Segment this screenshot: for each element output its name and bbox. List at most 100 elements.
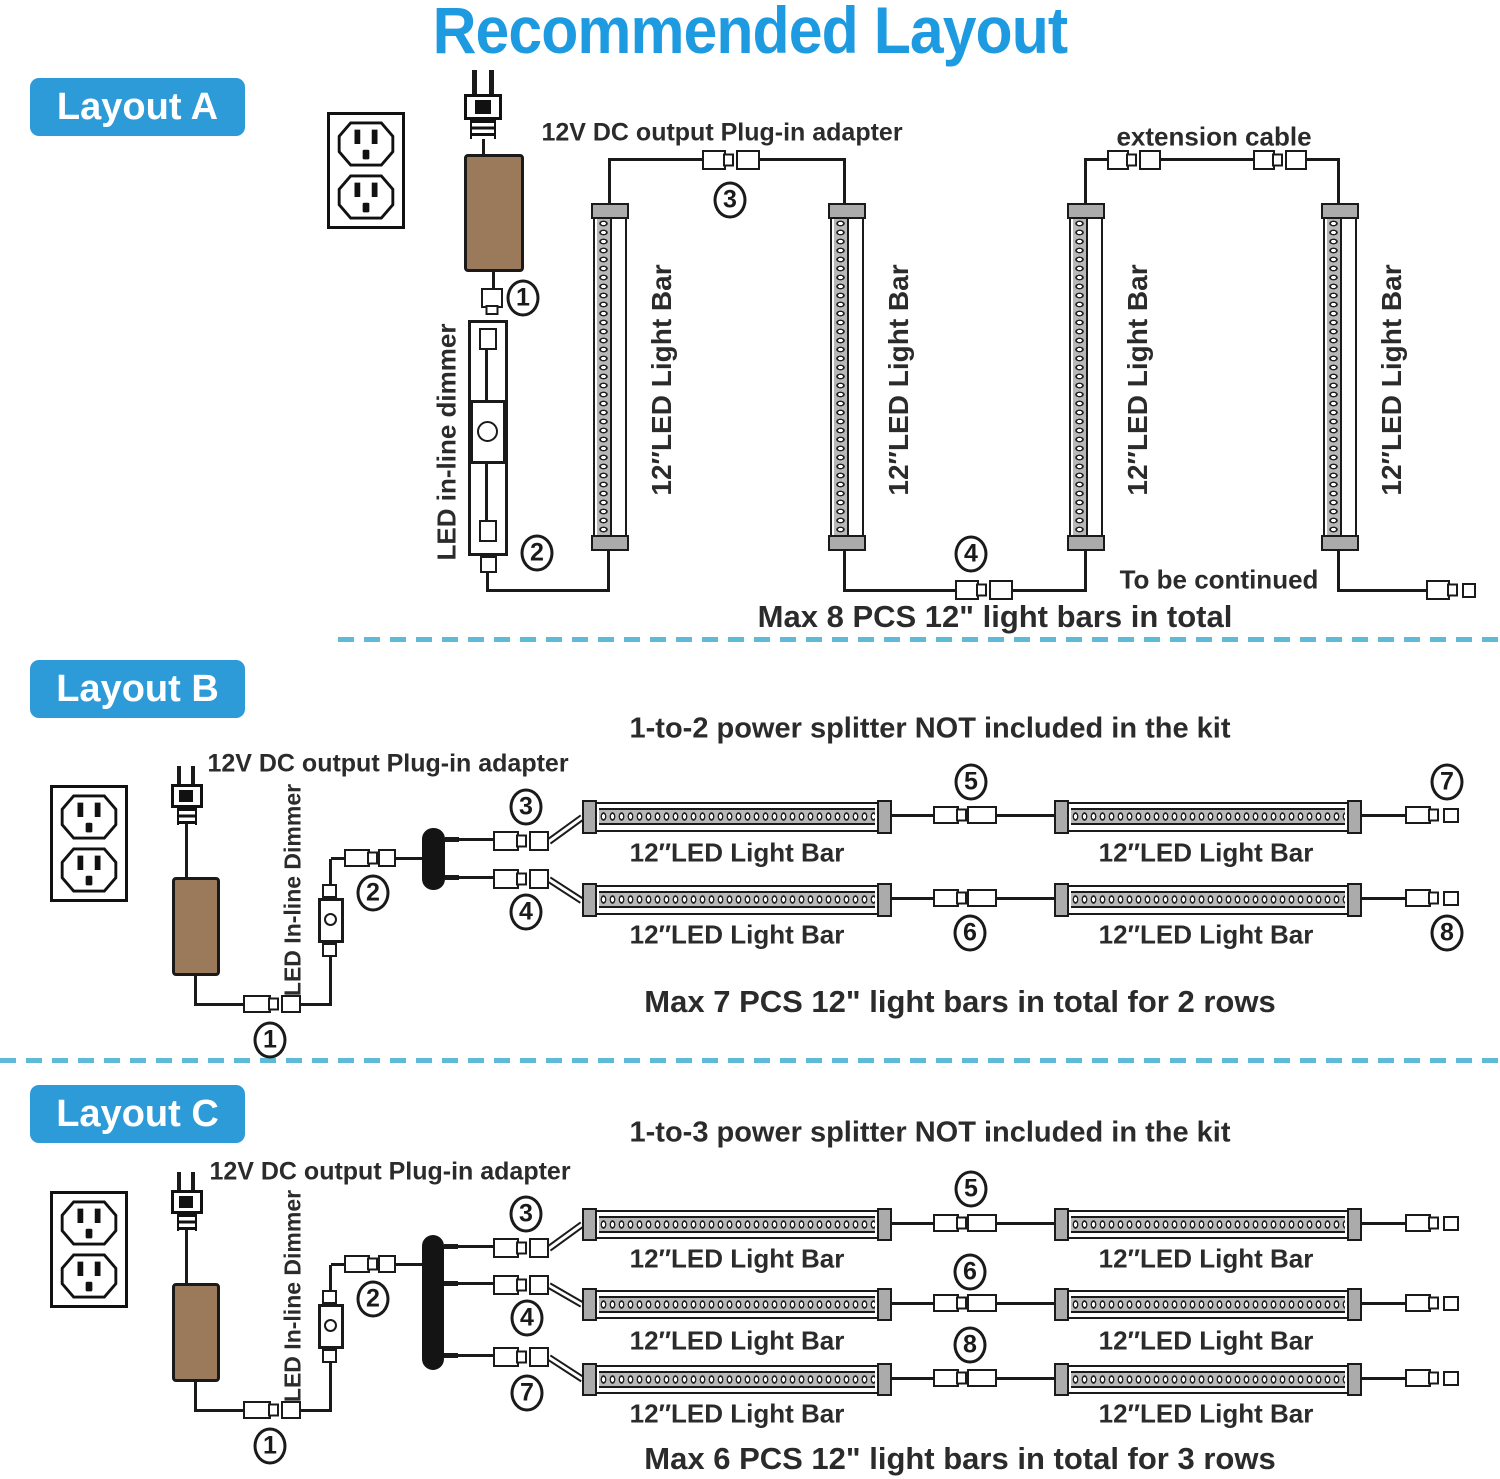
dc-connector-icon — [967, 806, 997, 824]
dc-connector-icon — [1443, 891, 1459, 906]
bar-endcap — [582, 883, 597, 917]
bar-endcap — [877, 1208, 892, 1241]
step-marker: 2 — [356, 1280, 390, 1318]
led-strip — [1073, 219, 1088, 535]
wire-segment — [892, 1302, 933, 1305]
step-marker: 4 — [509, 893, 543, 931]
wire-segment — [843, 549, 846, 592]
bar-label: 12″LED Light Bar — [629, 1398, 845, 1429]
wire-segment — [301, 1409, 331, 1412]
dc-connector-icon — [344, 1255, 370, 1273]
bar-body — [593, 217, 627, 537]
dc-connector-icon — [493, 1275, 519, 1295]
led-strip — [1327, 219, 1342, 535]
wire-segment — [892, 897, 933, 900]
dc-connector-icon — [967, 1214, 997, 1232]
bar-endcap — [1347, 1363, 1362, 1396]
led-light-bar — [1054, 1363, 1362, 1396]
bar-endcap — [591, 535, 629, 551]
wire-segment — [445, 837, 459, 842]
wire-cable — [547, 876, 584, 904]
bar-body — [595, 885, 879, 915]
bar-body — [595, 802, 879, 832]
layout-c-note: 1-to-3 power splitter NOT included in th… — [629, 1116, 1231, 1149]
wire-segment — [458, 1282, 493, 1285]
led-strip — [599, 1371, 875, 1388]
step-marker: 8 — [1430, 914, 1464, 952]
dc-connector-icon — [322, 884, 337, 898]
wire-segment — [1362, 1302, 1405, 1305]
dc-connector-icon — [378, 849, 396, 867]
led-strip — [597, 219, 612, 535]
layout-b-note: 1-to-2 power splitter NOT included in th… — [629, 712, 1231, 745]
wire-segment — [997, 897, 1054, 900]
wire-segment — [329, 957, 332, 1006]
bar-endcap — [1347, 1288, 1362, 1321]
wire-segment — [444, 1353, 458, 1358]
outlet-receptacle-icon — [60, 1253, 118, 1299]
bar-body — [1067, 1290, 1349, 1319]
plug-face — [475, 100, 491, 114]
dc-connector-icon — [967, 1369, 997, 1387]
led-light-bar — [582, 1363, 892, 1396]
dc-connector-icon — [529, 1347, 549, 1367]
dc-connector-icon — [736, 150, 760, 170]
dc-connector-icon — [344, 849, 370, 867]
wire-segment — [486, 589, 610, 592]
dc-connector-icon — [1107, 150, 1129, 170]
dc-connector-icon — [1253, 150, 1275, 170]
bar-endcap — [1054, 1288, 1069, 1321]
step-marker: 1 — [506, 279, 540, 317]
step-marker: 2 — [520, 534, 554, 572]
dc-connector-icon — [480, 556, 497, 573]
wire-segment — [329, 1363, 332, 1412]
led-strip — [1071, 1216, 1345, 1233]
wire-segment — [892, 1222, 933, 1225]
wire-cable — [547, 1354, 585, 1383]
bar-body — [595, 1210, 879, 1239]
plug-strain-relief — [177, 1214, 197, 1231]
bar-endcap — [1067, 535, 1105, 551]
outlet-receptacle-icon — [337, 121, 395, 167]
led-strip — [599, 808, 875, 825]
led-light-bar — [1321, 203, 1359, 551]
step-marker: 7 — [510, 1374, 544, 1412]
plug-prong — [489, 70, 494, 96]
dc-connector-icon — [1443, 1216, 1459, 1231]
dc-connector-icon — [933, 806, 959, 824]
dc-connector-icon — [1443, 1296, 1459, 1311]
step-marker: 8 — [953, 1326, 987, 1364]
step-marker: 3 — [713, 181, 747, 219]
step-marker: 4 — [510, 1299, 544, 1337]
outlet-receptacle-icon — [60, 847, 118, 893]
power-splitter-1to2 — [422, 828, 445, 890]
led-light-bar — [1054, 1288, 1362, 1321]
power-outlet-icon — [50, 785, 128, 902]
led-strip — [1071, 1296, 1345, 1313]
bar-endcap — [1054, 800, 1069, 834]
dc-connector-icon — [281, 1401, 301, 1419]
bar-label: 12″LED Light Bar — [883, 264, 914, 496]
step-marker: 1 — [253, 1427, 287, 1465]
dc-connector-icon — [493, 1238, 519, 1258]
bar-label: 12″LED Light Bar — [646, 264, 677, 496]
section-separator — [338, 637, 1500, 642]
dc-connector-icon — [479, 520, 497, 542]
led-strip — [1071, 808, 1345, 825]
wire-segment — [492, 272, 495, 288]
led-light-bar — [582, 800, 892, 834]
led-light-bar — [828, 203, 866, 551]
step-marker: 4 — [954, 535, 988, 573]
dc-connector-icon — [1405, 806, 1431, 824]
bar-body — [595, 1290, 879, 1319]
wire-segment — [329, 859, 332, 886]
plug-prong — [472, 70, 477, 96]
step-marker: 5 — [954, 763, 988, 801]
bar-body — [1067, 1365, 1349, 1394]
led-strip — [1071, 891, 1345, 908]
plug-prong — [177, 1172, 181, 1191]
dc-connector-icon — [378, 1255, 396, 1273]
bar-label: 12″LED Light Bar — [1098, 919, 1314, 950]
wire-segment — [444, 1281, 458, 1286]
